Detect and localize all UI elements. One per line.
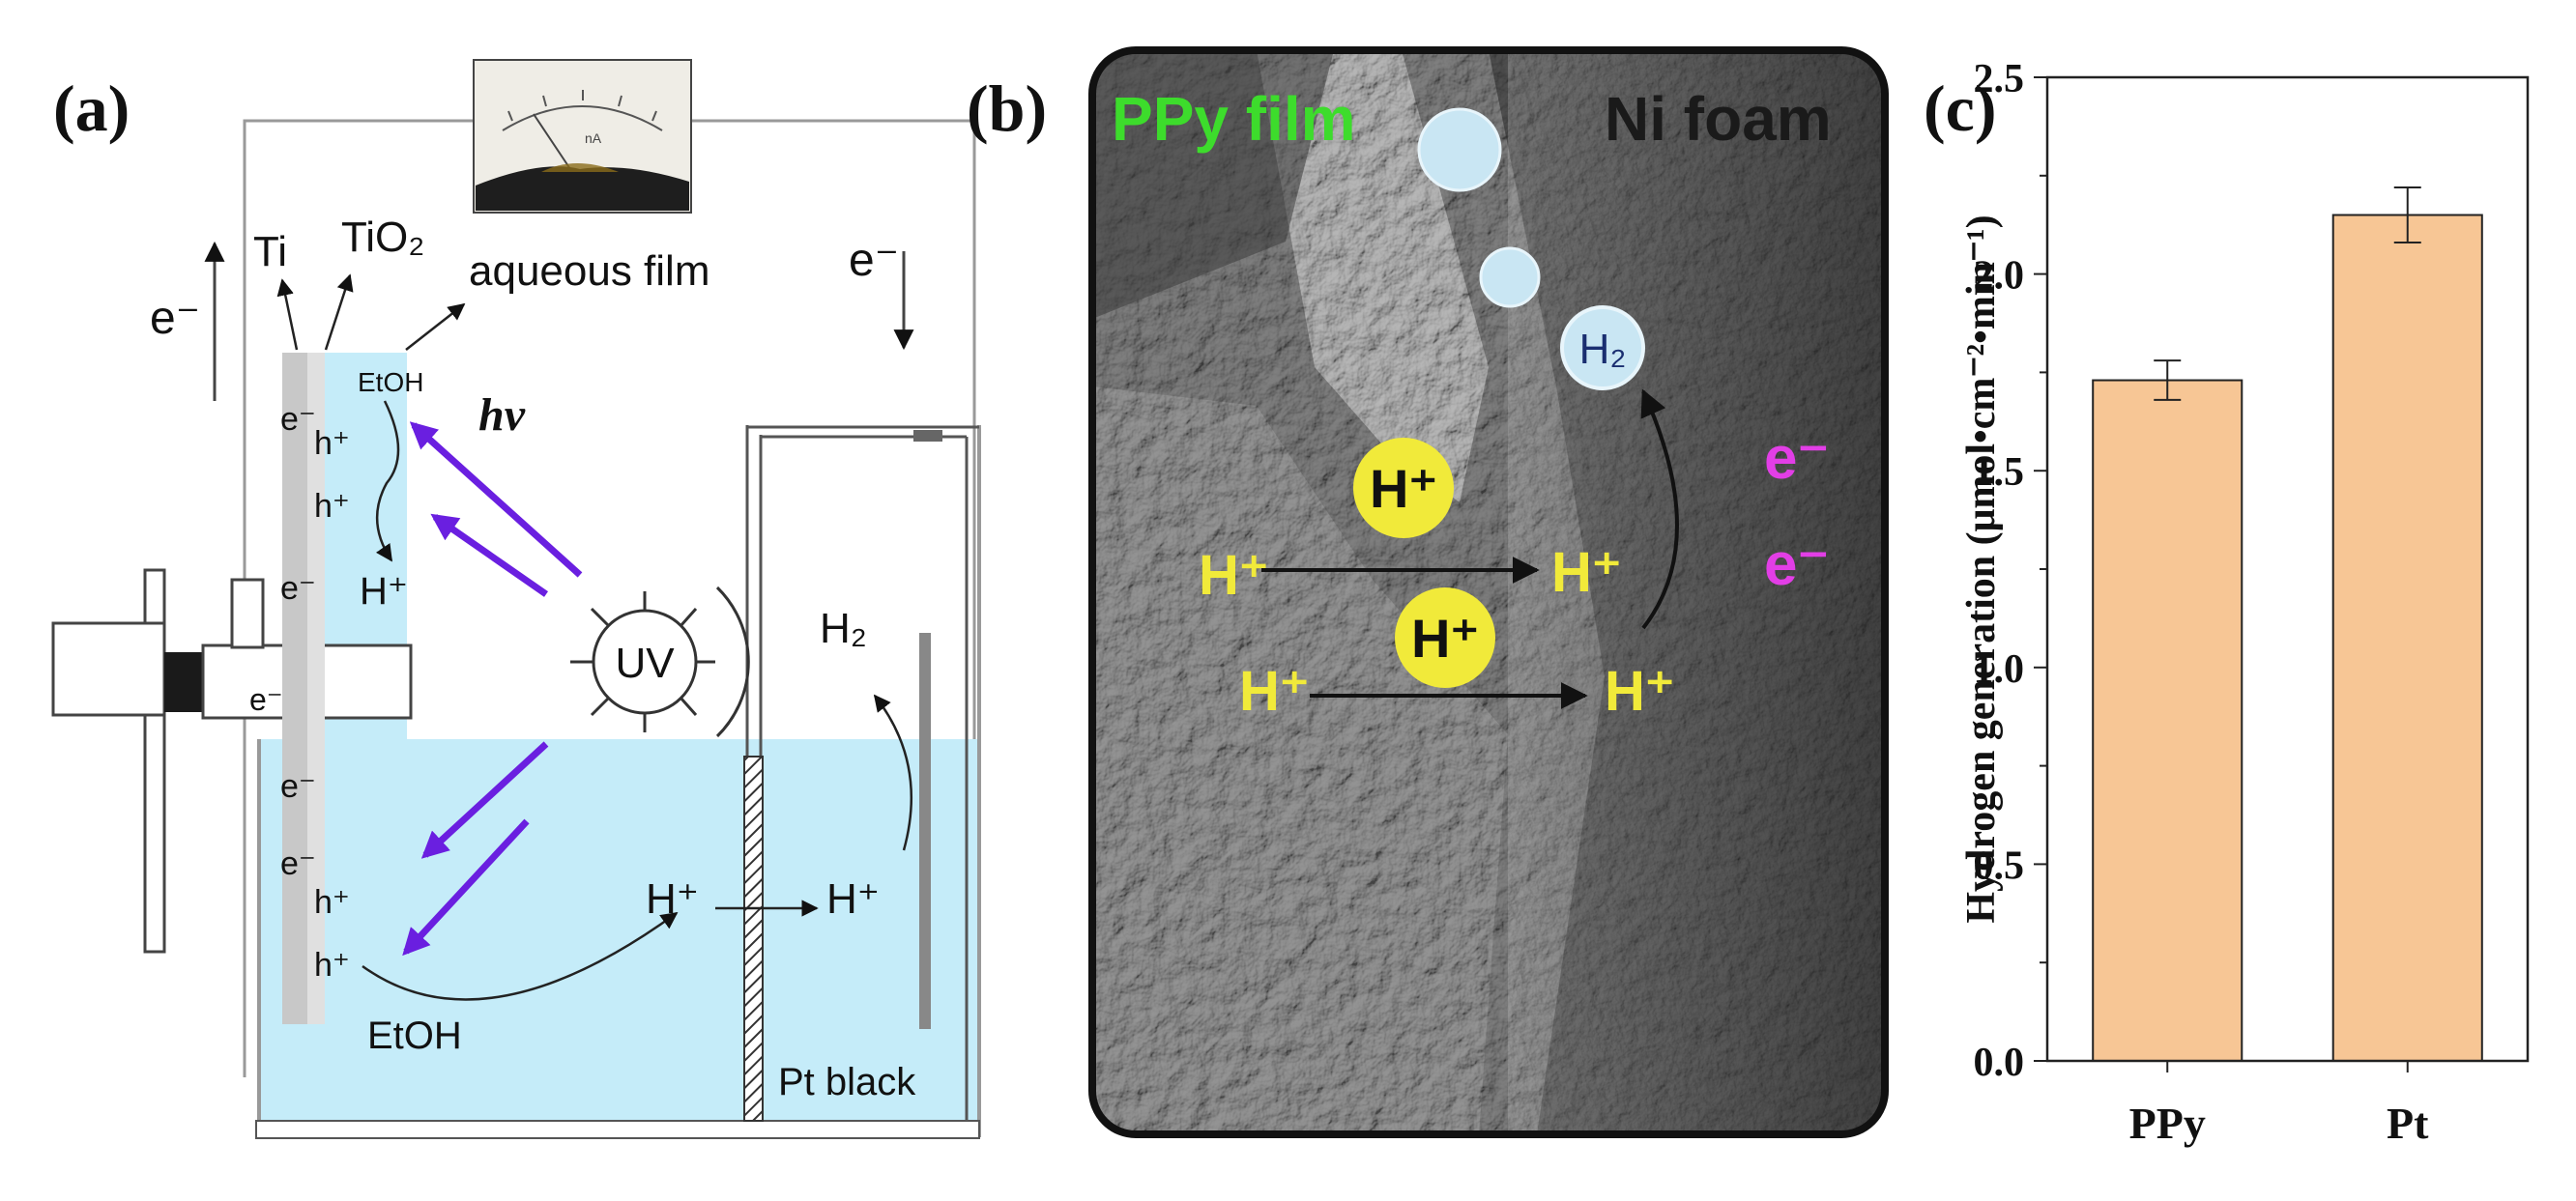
- hole-3: h⁺: [314, 884, 350, 921]
- bubble-small: [1479, 246, 1541, 308]
- tio2-label: TiO₂: [341, 214, 424, 261]
- bulk-etoh-label: EtOH: [367, 1015, 462, 1057]
- cell-base: [255, 1120, 980, 1139]
- reduction-arrow: [873, 694, 913, 851]
- cathode-h-plus: H⁺: [826, 875, 880, 923]
- aqueous-film-label: aqueous film: [469, 247, 709, 295]
- uv-label: UV: [615, 640, 675, 687]
- ni-foam-region: [1508, 50, 1885, 1134]
- y-tick-label: 2.5: [1974, 57, 2025, 101]
- electrolyte: [259, 739, 979, 1130]
- proton-left-2: H⁺: [1239, 660, 1310, 723]
- y-tick-label: 0.0: [1974, 1041, 2025, 1085]
- proton-disc-1-label: H⁺: [1370, 458, 1437, 519]
- ammeter-unit: nA: [585, 130, 602, 146]
- sem-image: [1092, 50, 1885, 1134]
- panel-a-label: (a): [53, 71, 130, 145]
- hole-1: h⁺: [314, 425, 350, 462]
- sem-frame: [1088, 46, 1889, 1138]
- hole-2: h⁺: [314, 488, 350, 525]
- electron-2: e⁻: [280, 570, 316, 607]
- light-label: hv: [478, 389, 526, 441]
- bar: [2092, 379, 2243, 1062]
- plot-frame: [2045, 75, 2530, 1063]
- proton-right-2: H⁺: [1605, 660, 1675, 723]
- bubble-large: [1417, 107, 1502, 192]
- panel-a: (a) nA e⁻ e⁻: [51, 59, 981, 1139]
- electron-b-2: e⁻: [1764, 531, 1829, 598]
- cathode-label: Pt black: [778, 1061, 916, 1103]
- ti-label: Ti: [253, 228, 287, 275]
- proton-left-1: H⁺: [1199, 544, 1269, 607]
- proton-disc-1: [1353, 438, 1454, 538]
- electron-3: e⁻: [280, 768, 316, 805]
- pt-black-electrode: [919, 633, 931, 1029]
- x-tick-label: Pt: [2387, 1099, 2429, 1148]
- panel-b-label: (b): [967, 71, 1047, 145]
- y-tick-label: 1.5: [1974, 450, 2025, 495]
- film-oxidation-arrow: [375, 400, 400, 562]
- bar: [2331, 214, 2483, 1062]
- hole-4: h⁺: [314, 947, 350, 984]
- h2-bubble: [1560, 305, 1645, 390]
- y-axis-label: Hydrogen generation (μmol•cm⁻²•min⁻¹): [1959, 214, 2004, 923]
- panel-c-label: (c): [1924, 71, 1996, 145]
- membrane: [743, 756, 764, 1122]
- light-rays: [402, 421, 583, 957]
- electron-b-1: e⁻: [1764, 425, 1829, 492]
- h2-label: H₂: [820, 605, 867, 652]
- y-tick-label: 2.0: [1974, 254, 2025, 299]
- proton-disc-2-label: H⁺: [1411, 608, 1479, 669]
- y-tick-label: 0.5: [1974, 844, 2025, 888]
- y-tick-label: 1.0: [1974, 647, 2025, 692]
- bulk-oxidation-arrow: [362, 911, 679, 1001]
- clamp-electron: e⁻: [249, 682, 283, 717]
- proton-right-1: H⁺: [1551, 541, 1622, 604]
- reduction-arrow-b: [1640, 388, 1679, 630]
- uv-lamp: UV: [570, 586, 750, 738]
- ppy-film-label: PPy film: [1112, 84, 1356, 154]
- proton-disc-2: [1395, 587, 1495, 688]
- ammeter: nA: [473, 59, 692, 214]
- electron-1: e⁻: [280, 401, 316, 438]
- ni-foam-label: Ni foam: [1605, 84, 1832, 154]
- panel-b: (b) PPy film Ni foam H₂ H⁺ H⁺ H⁺ H⁺ H⁺ H…: [967, 46, 1889, 1138]
- bulk-h-plus: H⁺: [646, 875, 699, 923]
- x-tick-label: PPy: [2129, 1099, 2206, 1148]
- film-etoh: EtOH: [358, 367, 423, 397]
- electron-flow-label-left: e⁻: [150, 293, 200, 344]
- electron-flow-label-right: e⁻: [849, 235, 899, 286]
- h2-bubble-label: H₂: [1579, 326, 1627, 373]
- film-h-plus: H⁺: [360, 570, 408, 613]
- electron-4: e⁻: [280, 845, 316, 882]
